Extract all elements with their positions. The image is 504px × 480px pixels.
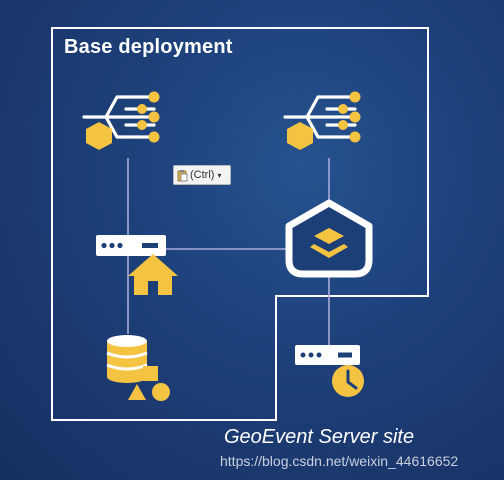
home-icon: [128, 254, 178, 295]
diagram-title: Base deployment: [64, 36, 233, 58]
geoevent-flow-icon: [283, 91, 361, 150]
connectors: [127, 158, 330, 345]
paste-options-label: (Ctrl): [190, 169, 215, 181]
server-clock-icon: [295, 345, 364, 397]
clock-icon: [332, 365, 364, 397]
shapes-icon: [128, 366, 170, 401]
watermark-text: https://blog.csdn.net/weixin_44616652: [220, 453, 459, 469]
clipboard-icon: [177, 169, 188, 182]
server-rack-icon: [295, 345, 360, 365]
paste-options-button[interactable]: (Ctrl) ▾: [173, 165, 231, 185]
database-icon: [106, 335, 148, 383]
chevron-down-icon: ▾: [217, 170, 222, 180]
server-rack-icon: [96, 235, 166, 256]
geoevent-flow-icon: [82, 91, 160, 150]
server-home-icon: [96, 235, 178, 295]
layered-hub-icon: [285, 199, 373, 278]
site-boundary: [51, 27, 429, 421]
datastore-icon: [106, 335, 170, 401]
site-label: GeoEvent Server site: [224, 426, 415, 448]
